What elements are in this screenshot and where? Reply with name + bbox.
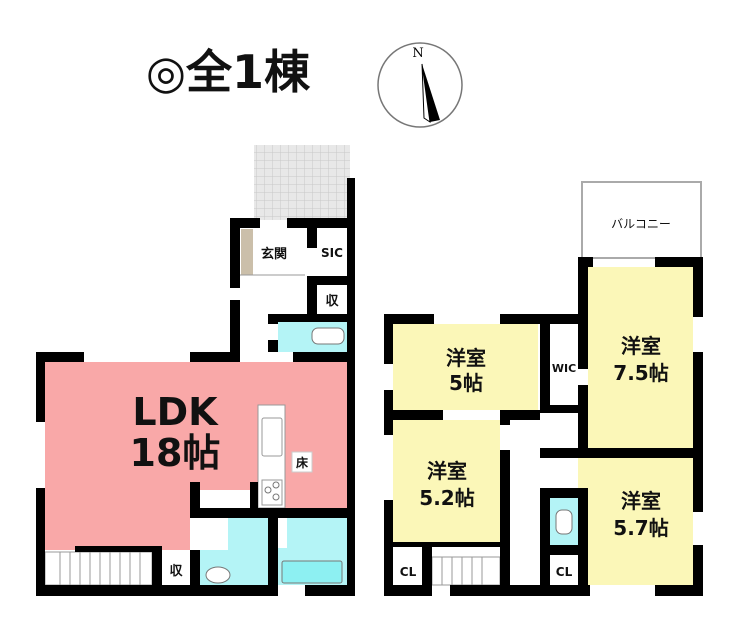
closet-label-1: CL (400, 565, 417, 579)
balcony (581, 181, 702, 259)
bedroom-5 (393, 324, 538, 410)
closet-label-2: CL (556, 565, 573, 579)
floor-storage-label: 床 (296, 455, 309, 470)
bedroom-5-2 (393, 420, 500, 547)
page-title: ◎全1棟 (146, 45, 311, 99)
svg-text:5.2帖: 5.2帖 (419, 486, 474, 510)
svg-text:洋室: 洋室 (621, 489, 661, 513)
svg-text:7.5帖: 7.5帖 (613, 361, 668, 385)
svg-text:5.7帖: 5.7帖 (613, 516, 668, 540)
balcony-label: バルコニー (611, 217, 671, 231)
svg-text:N: N (412, 46, 423, 61)
stairs-2f (431, 556, 501, 586)
svg-text:洋室: 洋室 (427, 459, 467, 483)
walls-2f (384, 257, 703, 596)
storage-label-2: 収 (325, 294, 339, 309)
floor-2: バルコニー 洋室 5帖 洋室 7.5帖 洋室 5.2帖 洋室 5.7帖 WIC … (384, 181, 703, 596)
ldk-label: LDK (132, 390, 219, 434)
bedroom-7-5 (588, 267, 693, 448)
sic-label: SIC (321, 246, 343, 260)
bedroom-5-7 (588, 458, 693, 585)
stove-icon (261, 479, 283, 506)
bathtub-icon (281, 560, 343, 584)
toilet-icon-2f (555, 509, 573, 535)
svg-text:洋室: 洋室 (446, 346, 486, 370)
entrance-porch (254, 145, 350, 220)
sink-icon (261, 417, 283, 457)
shoe-box (241, 229, 253, 275)
svg-text:洋室: 洋室 (621, 334, 661, 358)
genkan-label: 玄関 (261, 246, 287, 262)
washbasin-icon (205, 566, 231, 584)
toilet-icon (311, 327, 345, 345)
stairs-1f (44, 551, 153, 586)
ldk-size: 18帖 (130, 431, 221, 475)
wic-label: WIC (552, 362, 576, 375)
walls-1f (36, 178, 355, 596)
compass-icon: N (377, 42, 463, 128)
svg-text:5帖: 5帖 (449, 371, 483, 395)
storage-label-1: 収 (169, 564, 183, 579)
floor-1: 床 収 玄関 SIC 収 (36, 145, 355, 596)
